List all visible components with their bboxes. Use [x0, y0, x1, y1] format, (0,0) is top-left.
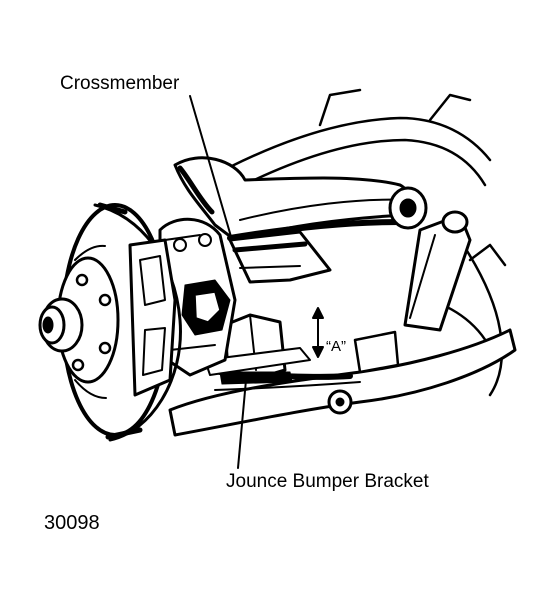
crossmember [228, 230, 332, 284]
shock-absorber [403, 210, 472, 332]
upper-control-arm [173, 156, 428, 242]
jounce-leader [237, 379, 247, 469]
jounce-bumper-bracket-label: Jounce Bumper Bracket [226, 471, 429, 492]
wheel-hub [38, 256, 120, 384]
crossmember-label: Crossmember [60, 73, 180, 94]
figure-number: 30098 [44, 512, 100, 534]
crossmember-leader [189, 95, 233, 241]
leader-lines [189, 95, 247, 469]
jounce-bumper [204, 313, 311, 385]
dimension-a-label: “A” [326, 338, 346, 355]
dimension-a [312, 307, 324, 358]
lower-control-arm [168, 328, 517, 437]
brake-caliper [128, 238, 177, 397]
steering-knuckle [158, 217, 237, 377]
